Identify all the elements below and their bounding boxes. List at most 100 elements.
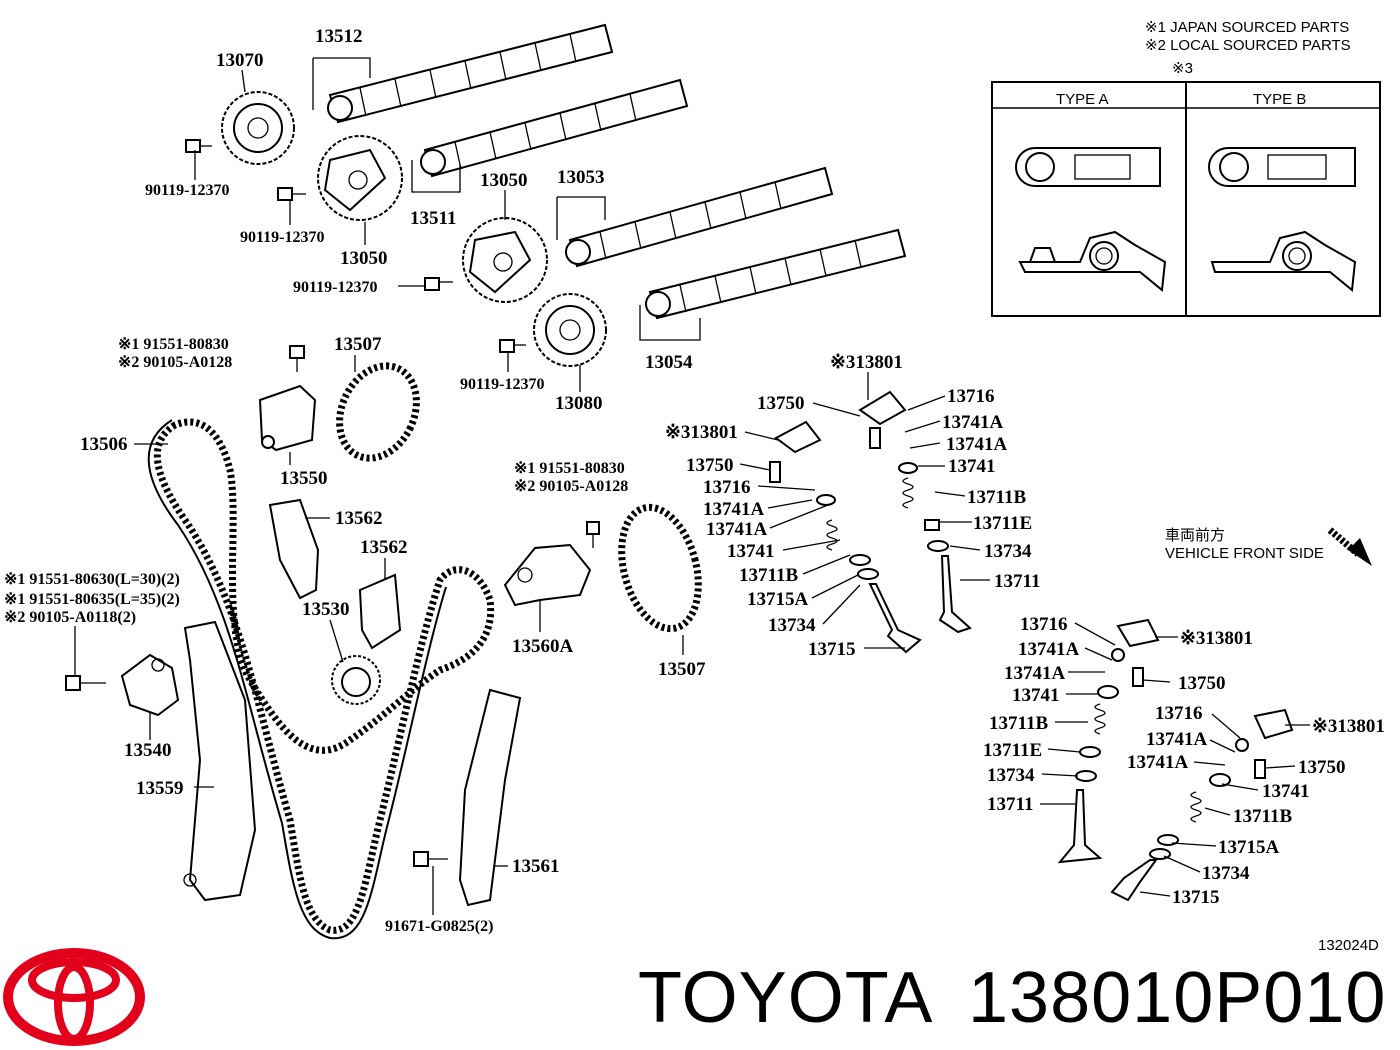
- part-label[interactable]: 13550: [280, 468, 328, 489]
- part-label[interactable]: ※313801: [1312, 716, 1385, 737]
- bolt-icon[interactable]: [413, 851, 448, 867]
- part-label[interactable]: 13741: [948, 456, 996, 477]
- camshaft-13511[interactable]: [420, 78, 689, 178]
- valvetrain-set-3[interactable]: [1057, 618, 1160, 864]
- part-label[interactable]: 13716: [1020, 614, 1068, 635]
- chain-guide-13559[interactable]: [183, 620, 257, 902]
- part-label[interactable]: 13562: [335, 508, 383, 529]
- part-label[interactable]: 13560A: [512, 636, 574, 657]
- part-note[interactable]: ※2 90105-A0128: [514, 478, 628, 495]
- chain-guide-13561[interactable]: [458, 688, 522, 907]
- part-label[interactable]: 13715A: [747, 589, 809, 610]
- part-label[interactable]: 13741A: [706, 519, 768, 540]
- part-label[interactable]: 13053: [557, 167, 605, 188]
- part-label[interactable]: 13750: [686, 455, 734, 476]
- camshaft-13054[interactable]: [645, 228, 907, 320]
- cam-timing-gear-13080[interactable]: [533, 293, 607, 367]
- part-label[interactable]: 13750: [757, 393, 805, 414]
- part-label[interactable]: 13054: [645, 352, 693, 373]
- cam-sprocket-13050-upper[interactable]: [317, 135, 403, 221]
- valvetrain-set-1[interactable]: [858, 390, 972, 634]
- part-label[interactable]: 90119-12370: [145, 182, 229, 199]
- part-label[interactable]: 13741: [1012, 685, 1060, 706]
- part-label[interactable]: 13561: [512, 856, 560, 877]
- chain-slipper-13562-lower[interactable]: [358, 573, 402, 650]
- part-label[interactable]: 13741A: [1018, 639, 1080, 660]
- part-label[interactable]: 13711E: [973, 513, 1032, 534]
- part-label[interactable]: 13540: [124, 740, 172, 761]
- part-label[interactable]: ※313801: [1180, 628, 1253, 649]
- part-label[interactable]: 13715: [808, 639, 856, 660]
- crank-sprocket-13530[interactable]: [331, 655, 381, 705]
- part-label[interactable]: 13715: [1172, 887, 1220, 908]
- part-label[interactable]: ※313801: [830, 352, 903, 373]
- part-label[interactable]: 13711: [994, 571, 1040, 592]
- chain-tensioner-13540[interactable]: [120, 653, 180, 717]
- part-label[interactable]: 90119-12370: [240, 229, 324, 246]
- part-note[interactable]: ※1 91551-80635(L=35)(2): [4, 591, 180, 608]
- part-note[interactable]: ※2 90105-A0128: [118, 354, 232, 371]
- valvetrain-set-4[interactable]: [1110, 708, 1294, 902]
- part-label[interactable]: 13050: [340, 248, 388, 269]
- chain-tensioner-13550[interactable]: [258, 384, 317, 452]
- part-note[interactable]: ※2 90105-A0118(2): [4, 609, 136, 626]
- camshaft-13053[interactable]: [565, 166, 834, 268]
- part-label[interactable]: 13750: [1298, 757, 1346, 778]
- part-label[interactable]: 13734: [984, 541, 1032, 562]
- part-label[interactable]: 13741A: [946, 434, 1008, 455]
- part-note[interactable]: ※1 91551-80830: [514, 460, 625, 477]
- camshaft-13512[interactable]: [327, 23, 614, 124]
- part-label[interactable]: 13507: [658, 659, 706, 680]
- part-label[interactable]: 13741A: [942, 412, 1004, 433]
- part-label[interactable]: 13716: [1155, 703, 1203, 724]
- part-label[interactable]: 13070: [216, 50, 264, 71]
- timing-chain-13507-upper[interactable]: [325, 353, 431, 470]
- part-label[interactable]: 13511: [410, 208, 456, 229]
- bolt-icon[interactable]: [65, 675, 106, 691]
- part-label[interactable]: 13734: [1202, 863, 1250, 884]
- part-label[interactable]: 13080: [555, 393, 603, 414]
- part-label[interactable]: 13559: [136, 778, 184, 799]
- part-label[interactable]: 90119-12370: [460, 376, 544, 393]
- part-label[interactable]: 13741A: [1127, 752, 1189, 773]
- part-label[interactable]: 13507: [334, 334, 382, 355]
- part-label[interactable]: 13711B: [1233, 806, 1292, 827]
- timing-chain-13507-lower[interactable]: [609, 499, 711, 637]
- bolt-icon[interactable]: [185, 139, 212, 153]
- part-note[interactable]: ※1 91551-80630(L=30)(2): [4, 571, 180, 588]
- part-label[interactable]: 13711B: [989, 713, 1048, 734]
- part-label[interactable]: 13711: [987, 794, 1033, 815]
- part-label[interactable]: 13741A: [1146, 729, 1208, 750]
- cam-timing-gear-13070[interactable]: [221, 91, 295, 165]
- bolt-icon[interactable]: [424, 277, 453, 291]
- part-label[interactable]: 13716: [947, 386, 995, 407]
- bolt-icon[interactable]: [277, 187, 306, 201]
- part-label[interactable]: 13741A: [1004, 663, 1066, 684]
- part-label[interactable]: 13711E: [983, 740, 1042, 761]
- part-label[interactable]: 13562: [360, 537, 408, 558]
- part-label[interactable]: 13750: [1178, 673, 1226, 694]
- part-label[interactable]: 13716: [703, 477, 751, 498]
- part-label[interactable]: 91671-G0825(2): [385, 918, 493, 935]
- tensioner-13560A[interactable]: [503, 543, 592, 607]
- part-label[interactable]: 90119-12370: [293, 279, 377, 296]
- valvetrain-set-2[interactable]: [769, 420, 922, 654]
- cam-sprocket-13050-lower[interactable]: [462, 217, 548, 303]
- part-label[interactable]: 13530: [302, 599, 350, 620]
- part-label[interactable]: 13741: [727, 541, 775, 562]
- part-label[interactable]: 13711B: [967, 487, 1026, 508]
- timing-chain-13506[interactable]: [147, 418, 495, 940]
- chain-slipper-13562-upper[interactable]: [268, 498, 320, 600]
- part-label[interactable]: 13734: [768, 615, 816, 636]
- bolt-icon[interactable]: [586, 521, 600, 548]
- part-label[interactable]: 13512: [315, 26, 363, 47]
- part-note[interactable]: ※1 91551-80830: [118, 336, 229, 353]
- part-label[interactable]: ※313801: [665, 422, 738, 443]
- part-label[interactable]: 13741: [1262, 781, 1310, 802]
- part-label[interactable]: 13715A: [1218, 837, 1280, 858]
- part-label[interactable]: 13711B: [739, 565, 798, 586]
- part-label[interactable]: 13050: [480, 170, 528, 191]
- part-label[interactable]: 13506: [80, 434, 128, 455]
- bolt-icon[interactable]: [289, 345, 305, 372]
- part-label[interactable]: 13734: [987, 765, 1035, 786]
